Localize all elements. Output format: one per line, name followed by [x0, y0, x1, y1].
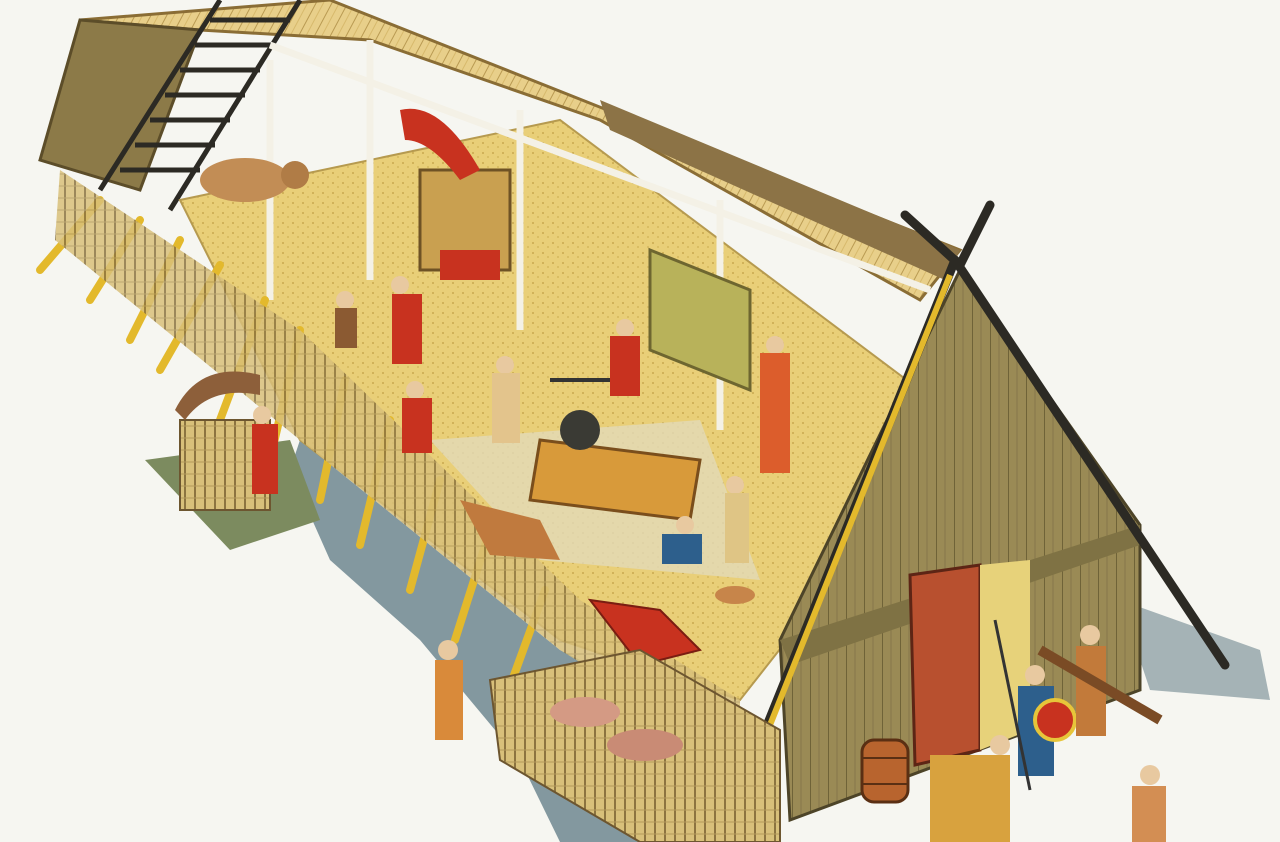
pig [550, 697, 620, 727]
bed-with-canopy [400, 108, 512, 280]
side-wall [55, 170, 740, 760]
woman-at-right [1132, 765, 1166, 842]
central-hearth [528, 378, 702, 522]
person-by-shelter [252, 406, 278, 494]
ladder [97, 0, 303, 212]
warrior-with-shield [993, 619, 1077, 791]
pig [607, 729, 683, 761]
cow [200, 158, 309, 202]
man-carrying-wood [1037, 625, 1163, 736]
corner-post [737, 273, 953, 802]
people-interior [335, 276, 790, 564]
people-exterior [252, 406, 1166, 842]
child-with-basket [435, 640, 463, 740]
fur-bed [460, 500, 560, 560]
woman-with-sack [930, 735, 1010, 842]
barrel [860, 738, 910, 804]
red-blanket-sleeper [587, 598, 702, 667]
dog [715, 586, 755, 604]
wall-tapestry [648, 247, 752, 393]
pig-pen [488, 648, 781, 842]
